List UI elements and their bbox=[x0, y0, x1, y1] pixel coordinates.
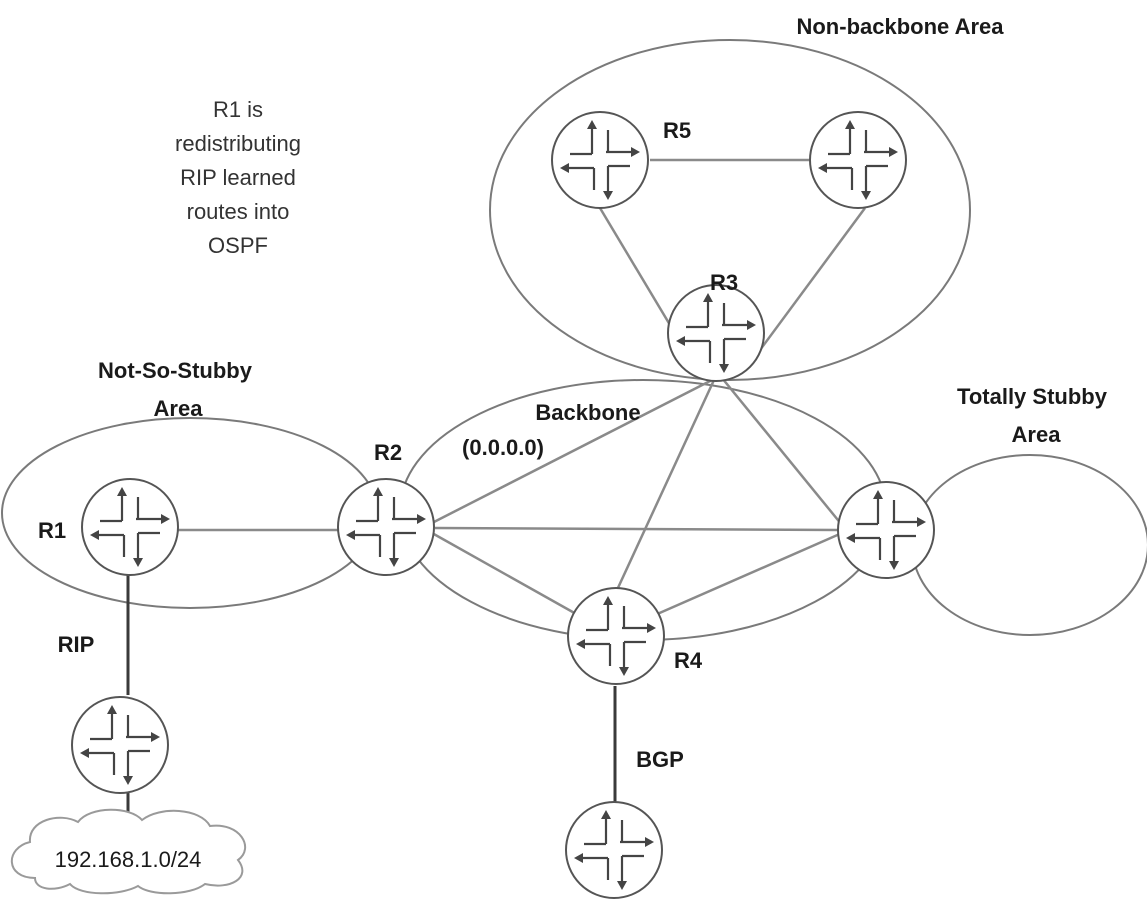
non-backbone-area-label: Non-backbone Area bbox=[796, 14, 1004, 39]
link-peer-r3 bbox=[758, 207, 867, 351]
router-r3-icon bbox=[666, 283, 766, 383]
router-label-r3: R3 bbox=[710, 270, 738, 295]
link-r3-stub bbox=[721, 377, 843, 526]
router-label-r5: R5 bbox=[663, 118, 691, 143]
note-line: R1 is bbox=[213, 97, 263, 122]
nssa-area-boundary bbox=[1, 417, 379, 609]
router-label-r1: R1 bbox=[38, 518, 66, 543]
router-label-r2: R2 bbox=[374, 440, 402, 465]
link-r4-stub bbox=[654, 531, 843, 617]
note-line: routes into bbox=[187, 199, 290, 224]
router-r4-icon bbox=[566, 586, 666, 686]
backbone-area-label-line1: Backbone bbox=[535, 400, 640, 425]
router-bgp-peer-icon bbox=[564, 800, 664, 900]
nssa-area-label-line2: Area bbox=[154, 396, 204, 421]
link-r2-r4 bbox=[431, 531, 579, 617]
router-r5-peer-icon bbox=[808, 110, 908, 210]
protocol-label-bgp: BGP bbox=[636, 747, 684, 772]
link-r2-r3 bbox=[431, 378, 713, 525]
redistribution-note: R1 is redistributing RIP learned routes … bbox=[175, 97, 301, 258]
totally-stubby-area-boundary bbox=[911, 454, 1147, 636]
router-label-r4: R4 bbox=[674, 648, 703, 673]
router-stubby-abr-icon bbox=[836, 480, 936, 580]
link-r2-stub bbox=[434, 526, 839, 532]
note-line: redistributing bbox=[175, 131, 301, 156]
note-line: RIP learned bbox=[180, 165, 296, 190]
backbone-area-label-line2: (0.0.0.0) bbox=[462, 435, 544, 460]
router-r1-icon bbox=[80, 477, 180, 577]
router-rip-neighbor-icon bbox=[70, 695, 170, 795]
note-line: OSPF bbox=[208, 233, 268, 258]
non-backbone-area-boundary bbox=[489, 39, 971, 381]
link-r3-r4 bbox=[615, 379, 716, 591]
totally-stubby-area-label-line2: Area bbox=[1012, 422, 1062, 447]
nssa-area-label-line1: Not-So-Stubby bbox=[98, 358, 253, 383]
router-r2-icon bbox=[336, 477, 436, 577]
totally-stubby-area-label-line1: Totally Stubby bbox=[957, 384, 1108, 409]
cloud-network-label: 192.168.1.0/24 bbox=[55, 847, 202, 872]
protocol-label-rip: RIP bbox=[58, 632, 95, 657]
router-r5-icon bbox=[550, 110, 650, 210]
network-cloud: 192.168.1.0/24 bbox=[10, 808, 247, 895]
